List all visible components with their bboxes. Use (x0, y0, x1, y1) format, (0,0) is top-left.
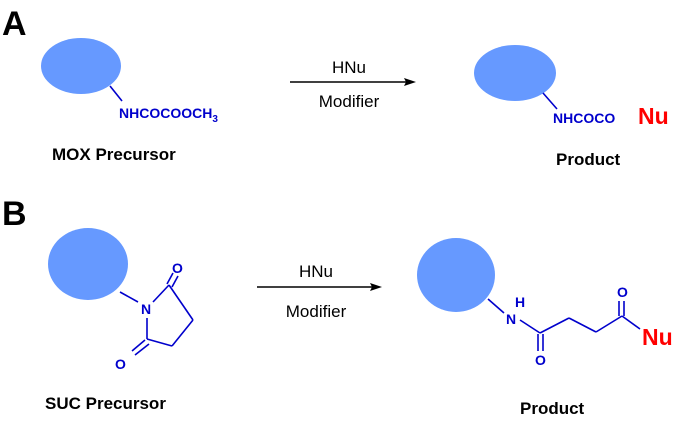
mox-product: NHCOCO Nu Product (474, 45, 669, 169)
reaction-arrow-a: HNu Modifier (290, 58, 416, 111)
mox-precursor-caption: MOX Precursor (52, 145, 176, 164)
suc-precursor-bead (48, 228, 128, 300)
suc-product-bond-c2-c3 (568, 317, 597, 333)
suc-product-oxygen-acyl: O (617, 284, 628, 300)
mox-precursor-group: NHCOCOOCH3 (119, 105, 218, 125)
panel-b-letter: B (2, 195, 27, 233)
suc-product-bond-c4-nu (621, 315, 641, 330)
arrow-head-b (370, 283, 382, 291)
suc-bond-c2-c3 (168, 284, 194, 321)
suc-carbonyl-bottom-1 (131, 339, 146, 352)
suc-product-oxygen-amide: O (535, 352, 546, 368)
suc-oxygen-bottom: O (115, 356, 126, 372)
mox-precursor-linker (109, 85, 123, 102)
reaction-arrow-b: HNu Modifier (257, 262, 382, 321)
suc-bond-c3-c4 (171, 319, 194, 347)
suc-product-nucleophile: Nu (642, 324, 673, 350)
suc-bond-c4-c5 (146, 338, 173, 347)
mox-precursor-bead (41, 38, 121, 94)
arrow-head-a (404, 78, 416, 86)
mox-precursor: NHCOCOOCH3 MOX Precursor (41, 38, 218, 164)
suc-precursor: N O O SUC Precursor (45, 228, 194, 413)
panel-b: B N O O SUC Precursor HNu (2, 195, 673, 418)
modifier-label-b: Modifier (286, 302, 347, 321)
suc-precursor-caption: SUC Precursor (45, 394, 166, 413)
suc-product-bond-n-c1 (519, 319, 541, 334)
suc-carbonyl-bottom-2 (134, 343, 150, 356)
mox-product-bead (474, 45, 556, 101)
suc-product-caption: Product (520, 399, 585, 418)
panel-a: A NHCOCOOCH3 MOX Precursor HNu Modifier … (2, 5, 669, 169)
mox-product-group: NHCOCO (553, 110, 615, 126)
suc-product-bond-c3-c4 (595, 315, 623, 333)
reagent-label-a: HNu (332, 58, 366, 77)
suc-carbonyl-top-1 (166, 272, 174, 285)
suc-product-nitrogen: N (506, 311, 516, 327)
suc-product-bead (417, 238, 495, 312)
suc-carbonyl-top-2 (171, 275, 179, 288)
suc-product: H N O O Nu Product (417, 238, 673, 418)
suc-oxygen-top: O (172, 260, 183, 276)
suc-bond-n-c2 (152, 284, 170, 303)
mox-product-linker (542, 92, 558, 110)
mox-product-nucleophile: Nu (638, 103, 669, 129)
suc-linker-bond (119, 291, 139, 303)
panel-a-letter: A (2, 5, 27, 43)
suc-product-linker (487, 298, 505, 314)
suc-product-hydrogen: H (515, 294, 525, 310)
mox-product-caption: Product (556, 150, 621, 169)
reagent-label-b: HNu (299, 262, 333, 281)
suc-product-bond-c1-c2 (539, 317, 570, 334)
modifier-label-a: Modifier (319, 92, 380, 111)
suc-nitrogen: N (141, 301, 151, 317)
